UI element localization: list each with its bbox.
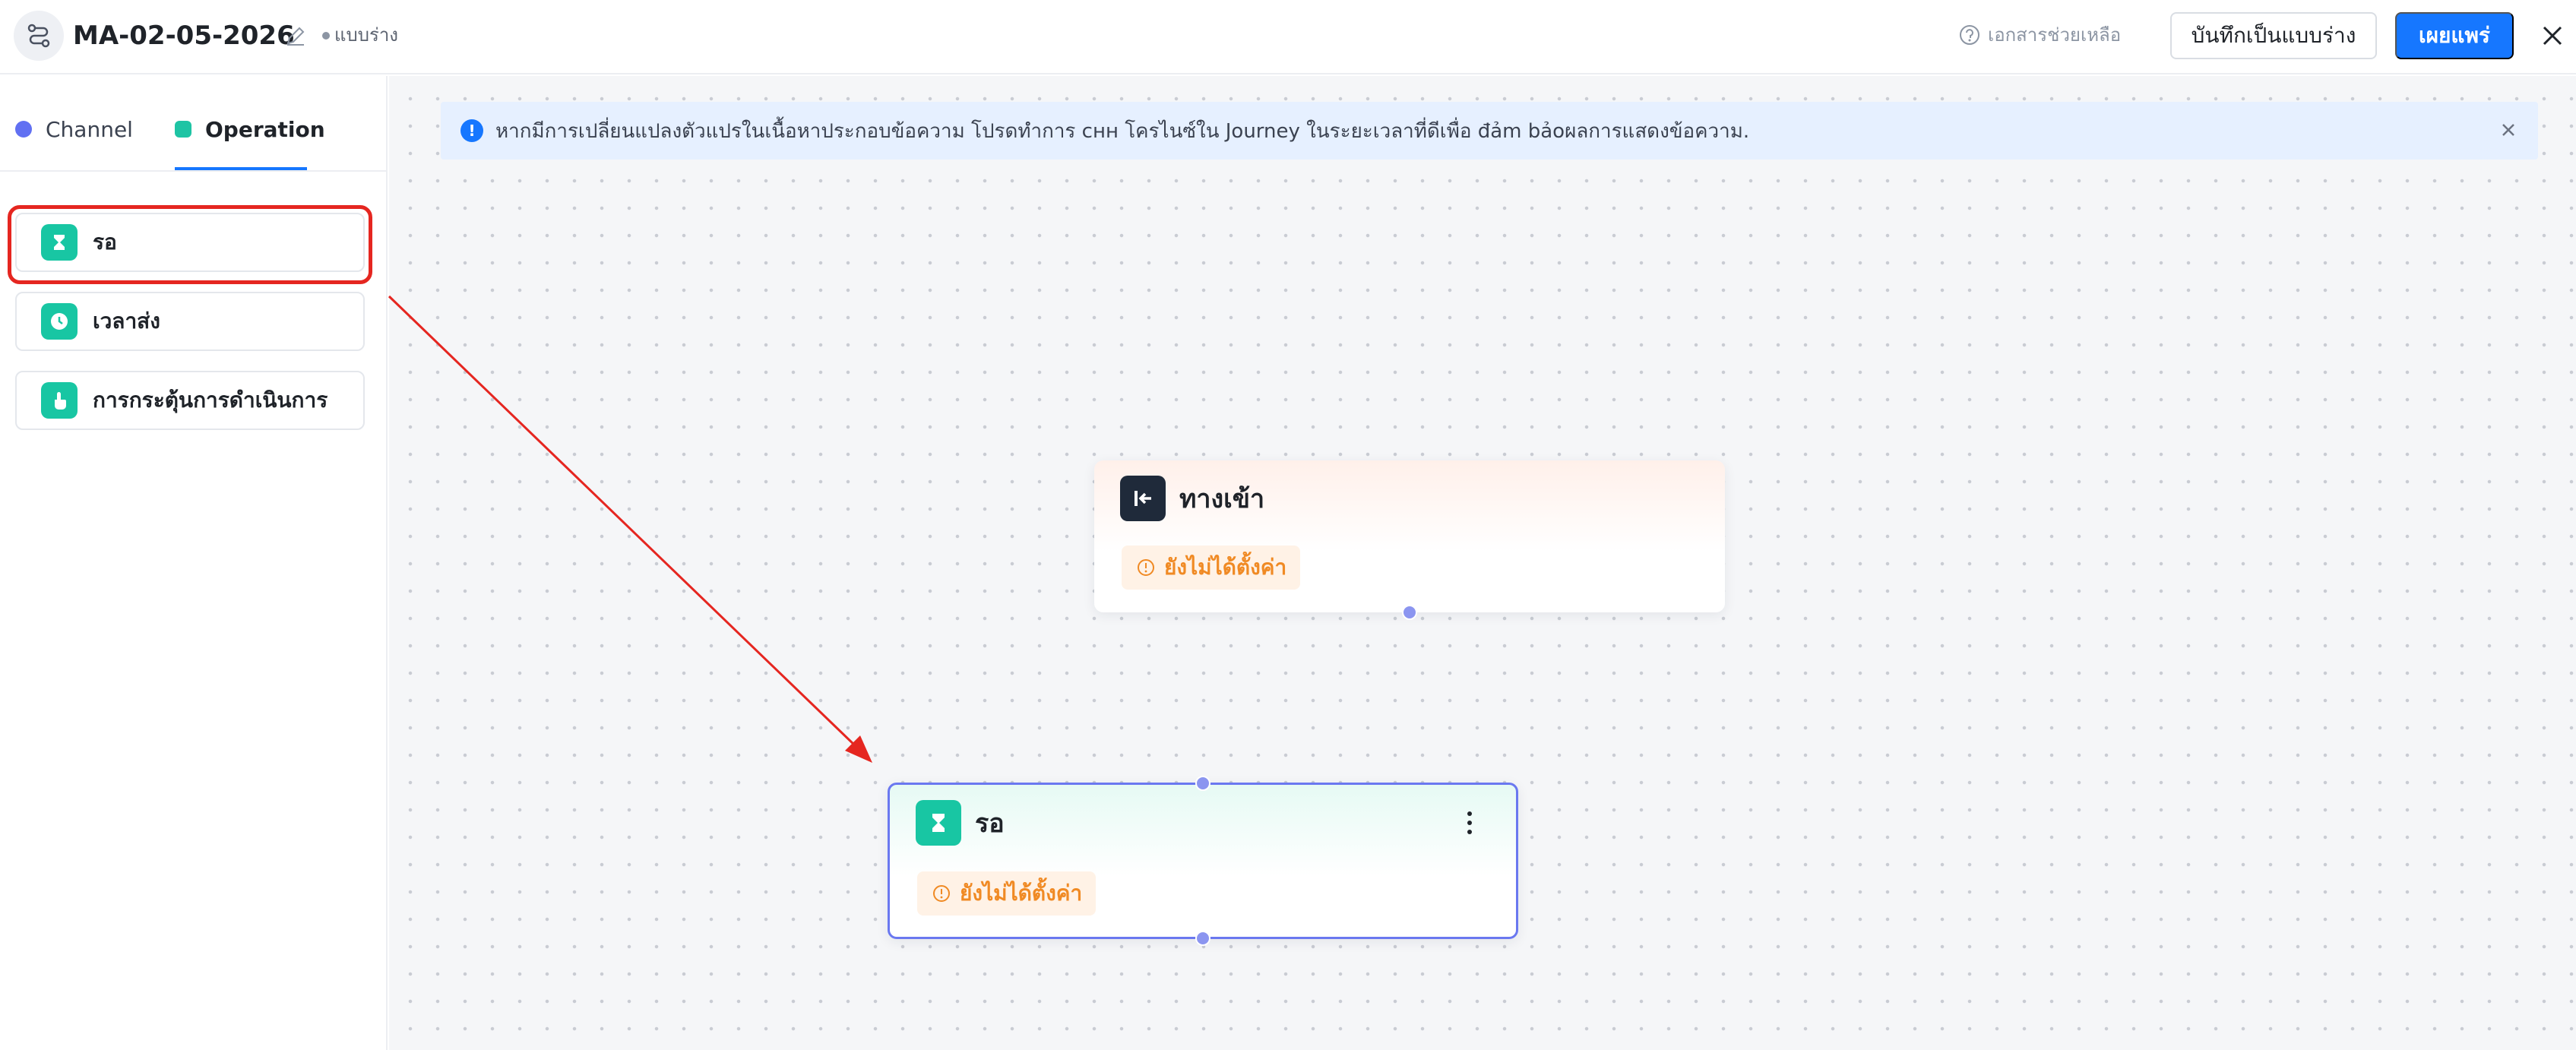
entry-output-handle[interactable] (1402, 605, 1417, 620)
wait-status-tag: ยังไม่ได้ตั้งค่า (917, 871, 1097, 916)
status-badge: แบบร่าง (334, 24, 399, 46)
hourglass-icon (916, 800, 961, 846)
wait-status-text: ยังไม่ได้ตั้งค่า (960, 881, 1083, 906)
sidebar-item-send-time[interactable]: เวลาส่ง (15, 292, 365, 351)
sidebar-item-label: เวลาส่ง (93, 308, 160, 334)
hourglass-icon (41, 224, 78, 261)
info-icon: ! (460, 119, 483, 142)
journey-icon (14, 11, 64, 61)
sidebar-item-wait[interactable]: รอ (15, 213, 365, 272)
sidebar-item-label: การกระตุ้นการดำเนินการ (93, 387, 328, 413)
entry-icon (1120, 476, 1166, 521)
tab-channel[interactable]: Channel (15, 114, 133, 144)
help-docs-link[interactable]: เอกสารช่วยเหลือ (1988, 24, 2122, 46)
tab-channel-label: Channel (46, 116, 133, 142)
publish-button[interactable]: เผยแพร่ (2395, 12, 2514, 59)
hand-pointer-icon (41, 382, 78, 419)
active-tab-indicator (175, 167, 307, 170)
sidebar-item-label: รอ (93, 229, 117, 255)
tab-operation[interactable]: Operation (175, 114, 325, 144)
journey-title: MA-02-05-2026 (73, 21, 295, 51)
wait-node[interactable]: รอ ยังไม่ได้ตั้งค่า (888, 776, 1518, 946)
save-draft-button[interactable]: บันทึกเป็นแบบร่าง (2170, 12, 2377, 59)
operation-dot-icon (175, 121, 191, 138)
edit-icon[interactable] (283, 23, 309, 49)
sidebar-tabs: Channel Operation (0, 76, 388, 172)
entry-status-text: ยังไม่ได้ตั้งค่า (1164, 555, 1287, 580)
wait-node-header: รอ (916, 800, 1005, 846)
more-options-icon[interactable] (1464, 808, 1475, 838)
highlight-box (8, 205, 372, 284)
entry-node-header: ทางเข้า (1120, 476, 1264, 521)
channel-dot-icon (15, 121, 32, 138)
close-icon[interactable] (2538, 21, 2567, 50)
tab-operation-label: Operation (205, 116, 325, 142)
banner-close-icon[interactable] (2497, 119, 2520, 141)
entry-node-title: ทางเข้า (1179, 484, 1265, 514)
help-icon[interactable] (1957, 23, 1982, 47)
wait-output-handle[interactable] (1195, 931, 1210, 946)
entry-node[interactable]: ทางเข้า ยังไม่ได้ตั้งค่า (1094, 460, 1725, 620)
warning-icon (933, 885, 950, 902)
warning-icon (1138, 559, 1154, 576)
info-banner: ! หากมีการเปลี่ยนแปลงตัวแปรในเนื้อหาประก… (441, 102, 2538, 160)
status-dot (322, 32, 330, 40)
sidebar: Channel Operation รอ เวลาส่ง การกระตุ้นก… (0, 76, 388, 1050)
wait-node-title: รอ (975, 808, 1005, 839)
top-bar: MA-02-05-2026 แบบร่าง เอกสารช่วยเหลือ บั… (0, 0, 2576, 74)
wait-input-handle[interactable] (1195, 776, 1210, 791)
clock-icon (41, 303, 78, 340)
entry-status-tag: ยังไม่ได้ตั้งค่า (1122, 546, 1301, 590)
banner-text: หากมีการเปลี่ยนแปลงตัวแปรในเนื้อหาประกอบ… (495, 119, 1750, 143)
sidebar-item-action-trigger[interactable]: การกระตุ้นการดำเนินการ (15, 371, 365, 430)
